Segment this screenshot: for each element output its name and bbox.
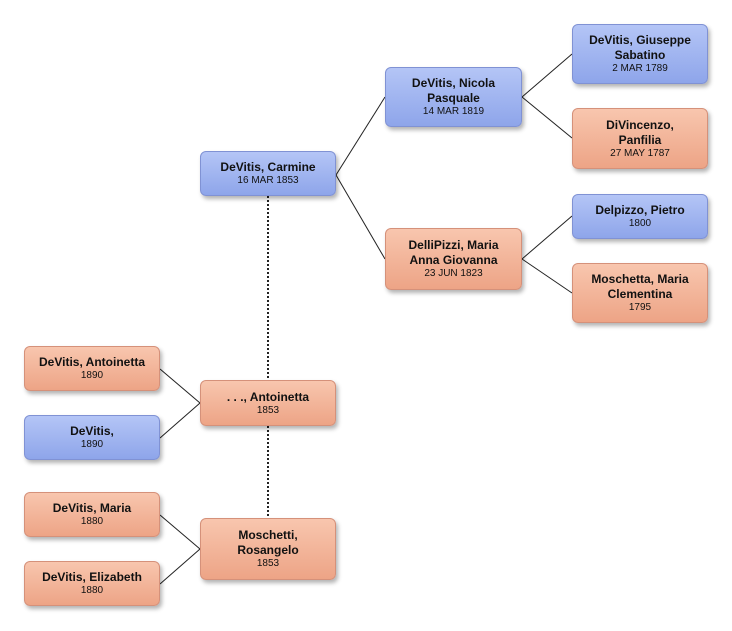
- person-card-child-devitis[interactable]: DeVitis, 1890: [24, 415, 160, 460]
- person-date: 27 MAY 1787: [610, 147, 670, 159]
- person-date: 23 JUN 1823: [424, 268, 483, 279]
- person-card-spouse-antoinetta[interactable]: . . ., Antoinetta 1853: [200, 380, 336, 426]
- connector-maria-anna-pietro: [521, 215, 573, 260]
- person-name: . . ., Antoinetta: [226, 389, 310, 404]
- connector-maria-anna-clementina: [521, 258, 573, 294]
- person-date: 1890: [80, 439, 104, 450]
- person-card-child-devitis-antoinetta[interactable]: DeVitis, Antoinetta 1890: [24, 346, 160, 391]
- person-name: Moschetta, Maria Clementina: [591, 272, 689, 301]
- person-name: DeVitis, Antoinetta: [38, 355, 145, 369]
- person-date: 16 MAR 1853: [237, 175, 299, 186]
- person-name: DeVitis, Elizabeth: [42, 570, 142, 584]
- person-name: DeVitis, Maria: [52, 501, 132, 515]
- person-card-devitis-giuseppe-sabatino[interactable]: DeVitis, Giuseppe Sabatino 2 MAR 1789: [572, 24, 708, 84]
- person-date: 1890: [80, 370, 104, 381]
- person-name: Moschetti, Rosangelo: [237, 528, 299, 557]
- person-name: DeVitis, Nicola Pasquale: [411, 76, 496, 105]
- person-date: 1880: [80, 585, 104, 596]
- person-card-devitis-carmine[interactable]: DeVitis, Carmine 16 MAR 1853: [200, 151, 336, 196]
- person-name: DeVitis,: [70, 424, 114, 438]
- connector-nicola-panfilia: [521, 96, 573, 139]
- person-card-child-devitis-maria[interactable]: DeVitis, Maria 1880: [24, 492, 160, 537]
- person-card-dellipizzi-maria-anna-giovanna[interactable]: DelliPizzi, Maria Anna Giovanna 23 JUN 1…: [385, 228, 522, 290]
- person-card-child-devitis-elizabeth[interactable]: DeVitis, Elizabeth 1880: [24, 561, 160, 606]
- person-card-spouse-moschetti-rosangelo[interactable]: Moschetti, Rosangelo 1853: [200, 518, 336, 580]
- person-card-moschetta-maria-clementina[interactable]: Moschetta, Maria Clementina 1795: [572, 263, 708, 323]
- person-date: 1800: [628, 218, 652, 229]
- person-date: 1853: [256, 558, 280, 569]
- person-date: 1795: [628, 302, 652, 313]
- person-card-delpizzo-pietro[interactable]: Delpizzo, Pietro 1800: [572, 194, 708, 239]
- person-name: DelliPizzi, Maria Anna Giovanna: [408, 238, 499, 267]
- connector-antoinetta-child-1: [159, 368, 201, 404]
- connector-antoinetta-child-2: [159, 402, 201, 439]
- connector-carmine-nicola: [335, 96, 386, 176]
- person-name: DiVincenzo, Panfilia: [606, 117, 674, 147]
- connector-rosangelo-child-2: [159, 548, 201, 585]
- person-date: 2 MAR 1789: [612, 63, 668, 74]
- person-date: 14 MAR 1819: [422, 106, 485, 117]
- person-date: 1880: [80, 516, 104, 527]
- connector-carmine-maria-anna: [335, 174, 386, 260]
- person-name: Delpizzo, Pietro: [595, 203, 685, 217]
- connector-rosangelo-child-1: [159, 514, 201, 550]
- person-name: DeVitis, Carmine: [220, 160, 316, 174]
- person-card-devitis-nicola-pasquale[interactable]: DeVitis, Nicola Pasquale 14 MAR 1819: [385, 67, 522, 127]
- person-card-divincenzo-panfilia[interactable]: DiVincenzo, Panfilia 27 MAY 1787: [572, 108, 708, 169]
- person-name: DeVitis, Giuseppe Sabatino: [589, 33, 691, 62]
- person-date: 1853: [256, 404, 280, 416]
- connector-nicola-giuseppe: [521, 53, 573, 98]
